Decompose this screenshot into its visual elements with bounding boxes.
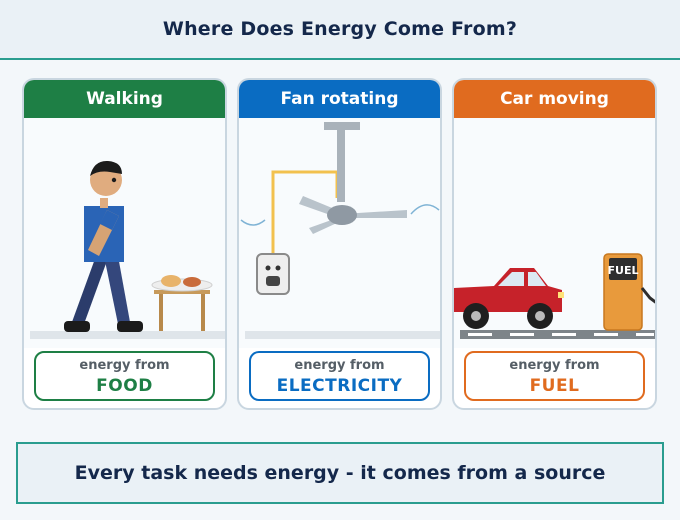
card-walking-label: Walking: [86, 89, 163, 109]
source-box-electricity: energy from ELECTRICITY: [249, 351, 430, 401]
red-car-icon: [454, 268, 564, 329]
footer-message-box: Every task needs energy - it comes from …: [16, 442, 664, 504]
card-fan-label: Fan rotating: [280, 89, 399, 109]
fuel-pump-icon: FUEL: [603, 253, 655, 331]
card-car-label: Car moving: [500, 89, 609, 109]
source-prefix: energy from: [509, 358, 600, 373]
ground-strip: [30, 331, 225, 339]
floor-strip: [245, 331, 440, 339]
walking-person-icon: [64, 160, 143, 332]
road-strip: [460, 330, 655, 339]
fan-scene: [239, 118, 440, 348]
card-car: Car moving: [452, 78, 657, 410]
card-fan-header: Fan rotating: [239, 80, 440, 118]
source-prefix: energy from: [294, 358, 385, 373]
source-prefix: energy from: [79, 358, 170, 373]
source-name: FOOD: [96, 376, 153, 396]
card-walking-header: Walking: [24, 80, 225, 118]
title-bar: Where Does Energy Come From?: [0, 0, 680, 60]
walking-scene: [24, 118, 225, 348]
source-name: ELECTRICITY: [276, 376, 403, 396]
source-box-food: energy from FOOD: [34, 351, 215, 401]
footer-message: Every task needs energy - it comes from …: [74, 462, 606, 484]
card-car-header: Car moving: [454, 80, 655, 118]
page-title: Where Does Energy Come From?: [162, 18, 518, 40]
card-fan: Fan rotating: [237, 78, 442, 410]
food-table-icon: [151, 275, 213, 331]
source-box-fuel: energy from FUEL: [464, 351, 645, 401]
wall-socket-icon: [256, 253, 290, 295]
fuel-pump-label: FUEL: [608, 264, 639, 277]
source-name: FUEL: [529, 376, 580, 396]
ceiling-fan-icon: [240, 122, 440, 234]
car-scene: FUEL: [454, 118, 655, 348]
card-walking: Walking: [22, 78, 227, 410]
